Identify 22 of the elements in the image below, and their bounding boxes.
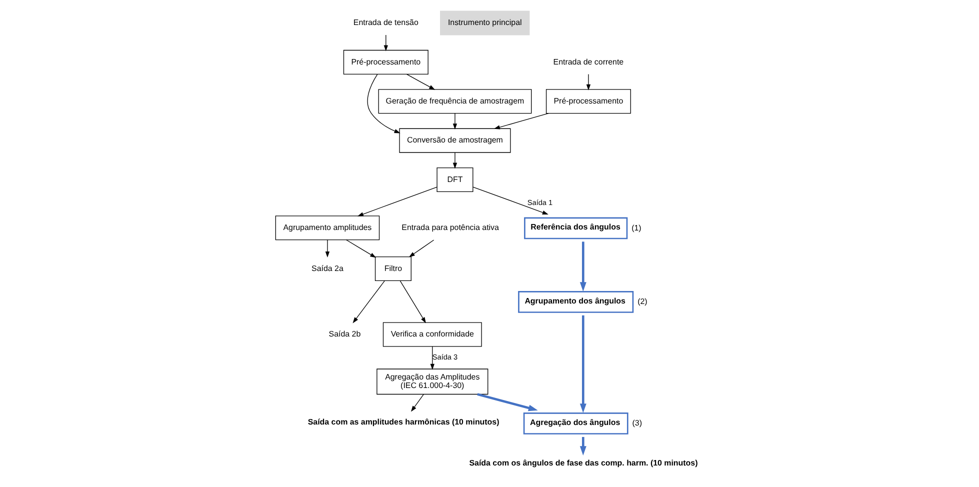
arrow [493, 113, 548, 130]
arrow [579, 436, 586, 456]
arrow [579, 242, 586, 292]
arrow [579, 315, 586, 413]
edge-label: Saída 3 [432, 352, 458, 362]
arrow [452, 152, 457, 169]
arrow [366, 74, 400, 134]
arrow [345, 240, 376, 258]
arrow [472, 186, 548, 215]
arrow [452, 113, 457, 130]
arrow [406, 74, 435, 90]
arrow [476, 393, 538, 412]
edge-label: Saída 1 [526, 198, 552, 207]
arrow [410, 394, 424, 412]
arrow [586, 74, 590, 90]
arrow [383, 34, 388, 52]
arrow [352, 280, 384, 324]
arrow [430, 346, 434, 370]
arrow [399, 280, 426, 324]
arrow [356, 186, 437, 216]
arrow [324, 240, 330, 258]
arrow [408, 240, 434, 258]
